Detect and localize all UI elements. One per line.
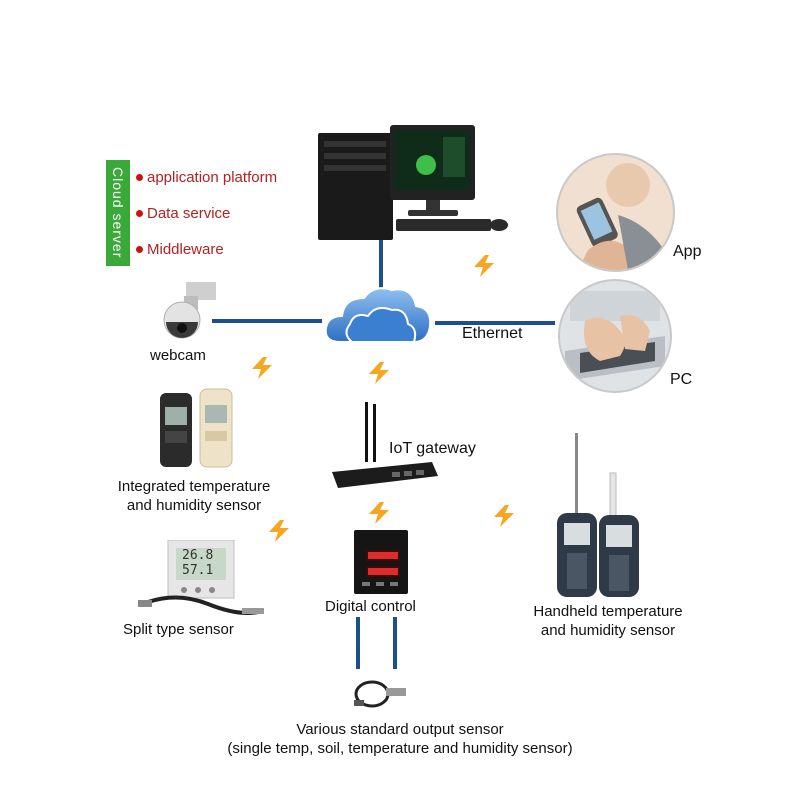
wireless-bolt-icon <box>369 502 389 524</box>
link-webcam-cloud <box>212 319 322 323</box>
cloud-server-tag: Cloud server <box>106 160 130 266</box>
service-middleware: Middleware <box>136 241 224 258</box>
wireless-bolt-icon <box>474 255 494 277</box>
various-sensor-label-2: (single temp, soil, temperature and humi… <box>227 740 573 757</box>
wireless-bolt-icon <box>494 505 514 527</box>
standard-sensor-icon <box>354 680 406 708</box>
ethernet-label: Ethernet <box>462 325 523 342</box>
link-sensor-left <box>356 617 360 669</box>
desktop-computer-icon <box>318 125 508 240</box>
split-sensor-label: Split type sensor <box>123 621 234 638</box>
webcam-label: webcam <box>150 347 206 364</box>
app-label: App <box>673 243 702 260</box>
service-application-platform: application platform <box>136 169 277 186</box>
link-cloud-ethernet <box>435 321 555 325</box>
split-sensor-reading-2: 57.1 <box>182 563 214 578</box>
integrated-sensor-icon <box>160 388 233 468</box>
digital-control-icon <box>354 530 408 594</box>
link-sensor-right <box>393 617 397 669</box>
digital-control-label: Digital control <box>325 598 416 615</box>
wireless-bolt-icon <box>269 520 289 542</box>
integrated-sensor-label-1: Integrated temperature <box>117 478 271 495</box>
pc-image <box>558 279 672 393</box>
webcam-icon <box>163 282 216 339</box>
service-data-service: Data service <box>136 205 230 222</box>
various-sensor-label-1: Various standard output sensor <box>296 721 504 738</box>
iot-gateway-label: IoT gateway <box>389 440 476 457</box>
split-sensor-reading-1: 26.8 <box>182 548 214 563</box>
wireless-bolt-icon <box>252 357 272 379</box>
handheld-sensor-icon <box>557 433 639 597</box>
iot-gateway-icon <box>332 402 438 488</box>
wireless-bolt-icon <box>369 362 389 384</box>
pc-label: PC <box>670 371 693 388</box>
split-sensor-icon <box>138 540 264 615</box>
handheld-sensor-label-2: and humidity sensor <box>540 622 676 639</box>
handheld-sensor-label-1: Handheld temperature <box>533 603 683 620</box>
app-image <box>556 153 675 272</box>
link-pc-cloud <box>379 238 383 298</box>
integrated-sensor-label-2: and humidity sensor <box>126 497 262 514</box>
cloud-icon <box>324 287 432 343</box>
